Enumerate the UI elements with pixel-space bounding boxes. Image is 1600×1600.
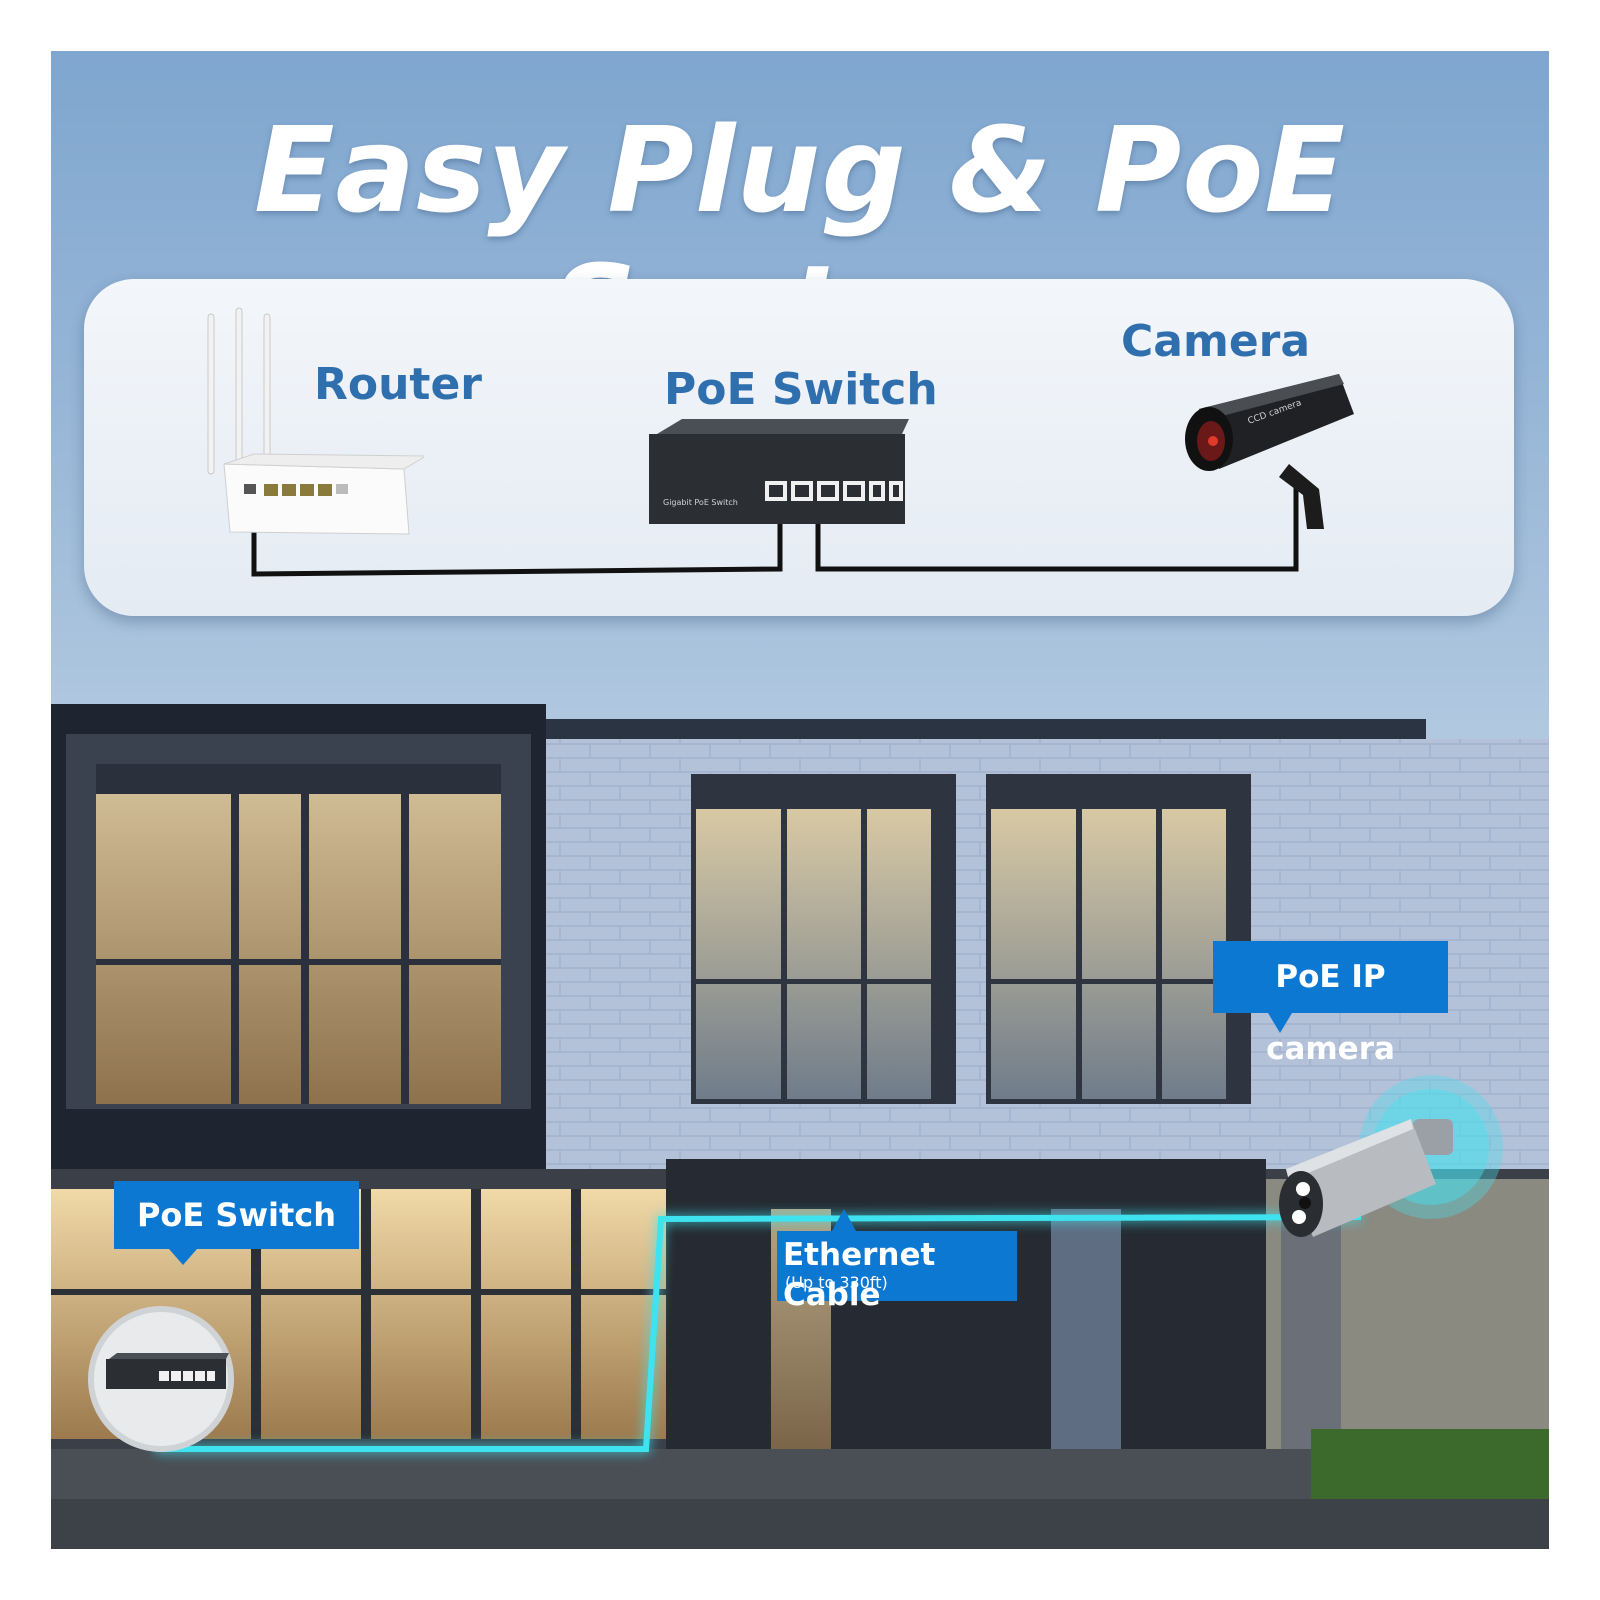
cable-callout: Ethernet Cable (Up to 330ft) (777, 1209, 1017, 1313)
switch-camera-cable (815, 479, 1299, 572)
poe-switch-icon: Gigabit PoE Switch (649, 419, 909, 524)
cable-callout-title: Ethernet Cable (783, 1237, 936, 1313)
house-scene (51, 704, 1549, 1549)
ip-camera-icon (1279, 1119, 1453, 1237)
ip-camera-callout: PoE IP camera (1213, 941, 1448, 1067)
svg-text:Gigabit PoE Switch: Gigabit PoE Switch (663, 498, 738, 507)
lower-center-block (666, 1159, 1266, 1469)
router-label: Router (314, 359, 483, 410)
upper-window-left (691, 774, 956, 1104)
upper-window-right (986, 774, 1251, 1104)
router-icon (207, 307, 424, 535)
connection-diagram-panel: Router Gigabit PoE Switch (84, 279, 1514, 616)
switch-callout-text: PoE Switch (136, 1196, 337, 1234)
camera-icon: CCD camera (1185, 374, 1354, 529)
router-switch-cable (251, 507, 783, 577)
switch-label: PoE Switch (664, 364, 938, 415)
cable-callout-note: (Up to 330ft) (785, 1273, 888, 1292)
connection-lines (251, 479, 1299, 577)
inset-poe-switch-icon (106, 1353, 229, 1389)
product-banner: Easy Plug & PoE System Router (51, 51, 1549, 1549)
ip-camera-callout-text: PoE IP camera (1266, 959, 1395, 1067)
camera-label: Camera (1121, 316, 1311, 367)
switch-callout: PoE Switch (114, 1181, 359, 1265)
